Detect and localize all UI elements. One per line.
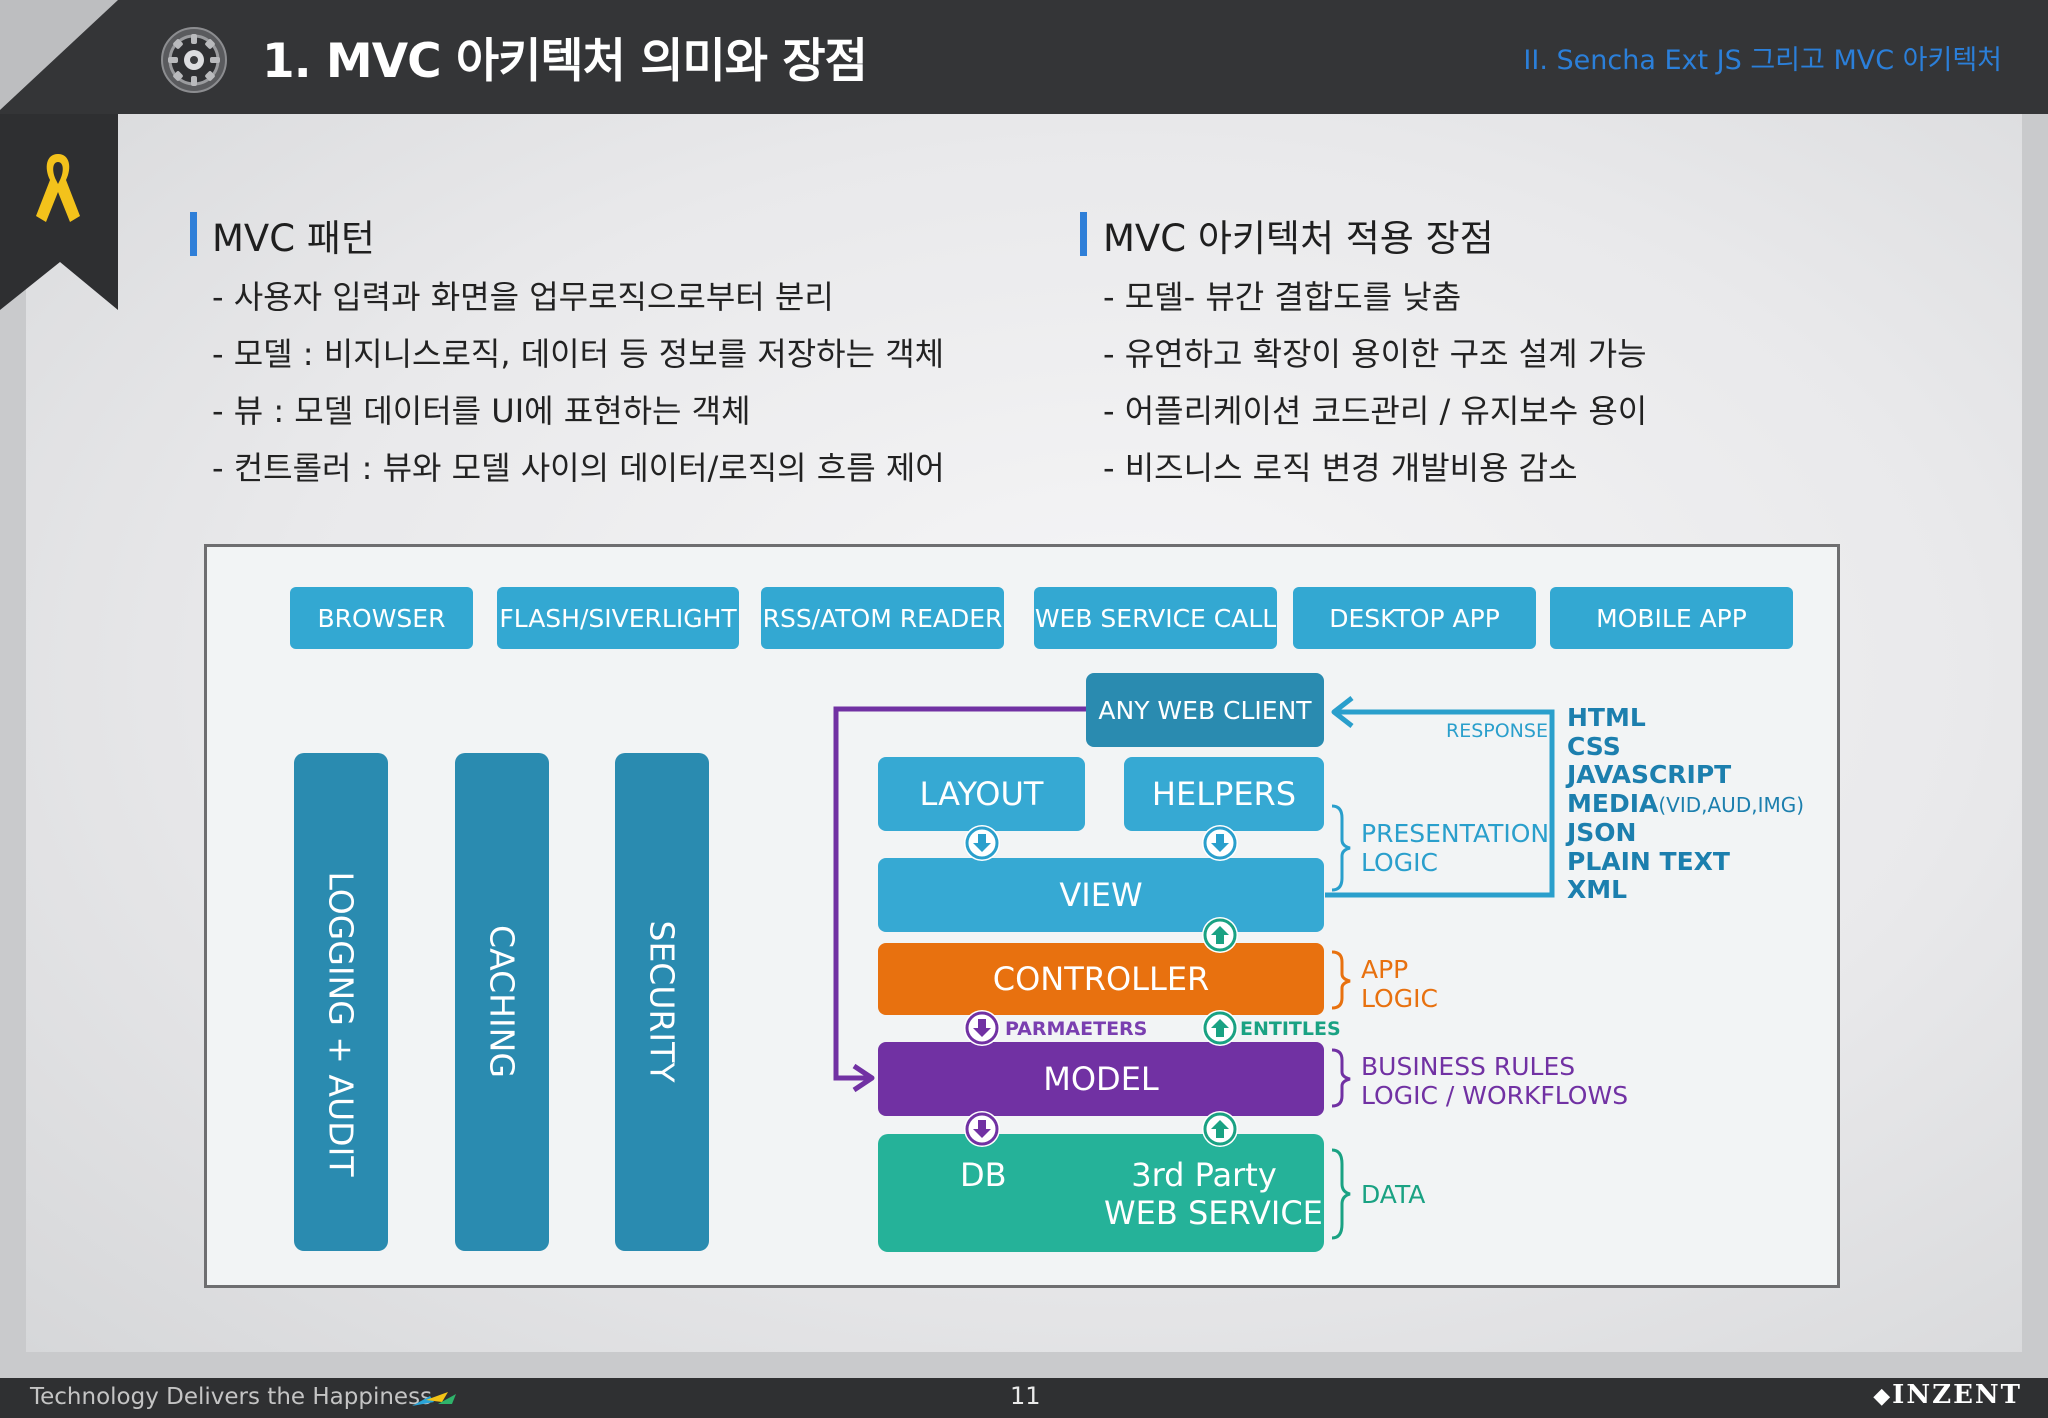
- business-rules-label: BUSINESS RULES LOGIC / WORKFLOWS: [1361, 1052, 1628, 1110]
- format-item: PLAIN TEXT: [1567, 846, 1730, 876]
- left-bullet: - 사용자 입력과 화면을 업무로직으로부터 분리: [212, 278, 834, 316]
- right-bullet: - 비즈니스 로직 변경 개발비용 감소: [1103, 449, 1578, 487]
- response-label: RESPONSE: [1446, 720, 1548, 742]
- section-label: II. Sencha Ext JS 그리고 MVC 아키텍처: [1523, 45, 2002, 76]
- brand-logo: ◆INZENT: [1873, 1380, 2022, 1410]
- parameters-label: PARMAETERS: [1005, 1018, 1148, 1040]
- header-bar: [0, 0, 2048, 114]
- format-item: HTML: [1567, 703, 1646, 732]
- right-bullet: - 모델- 뷰간 결합도를 낮춤: [1103, 278, 1462, 316]
- footer-bar: [0, 1378, 2048, 1418]
- footer-tagline: Technology Delivers the Happiness: [30, 1384, 433, 1410]
- format-item-media: MEDIA(VID,AUD,IMG): [1567, 788, 1805, 820]
- pillar-logging: [294, 753, 388, 1251]
- app-logic-label: APP LOGIC: [1361, 955, 1438, 1013]
- format-media: MEDIA: [1567, 788, 1659, 818]
- client-rss: RSS/ATOM READER: [761, 587, 1004, 649]
- slide-title: 1. MVC 아키텍처 의미와 장점: [262, 34, 868, 89]
- app-line-1: APP: [1361, 955, 1409, 984]
- entitles-label: ENTITLES: [1240, 1018, 1341, 1040]
- tagline-logo-icon: [412, 1392, 456, 1406]
- format-media-note: (VID,AUD,IMG): [1658, 792, 1805, 817]
- client-browser: BROWSER: [290, 587, 473, 649]
- response-formats: HTML CSS JAVASCRIPT MEDIA(VID,AUD,IMG) J…: [1567, 703, 1805, 905]
- section-marker: [190, 212, 197, 256]
- client-web-service: WEB SERVICE CALL: [1034, 587, 1277, 649]
- brand-name: INZENT: [1892, 1380, 2022, 1410]
- format-item: CSS: [1567, 731, 1621, 761]
- right-bullet: - 유연하고 확장이 용이한 구조 설계 가능: [1103, 335, 1647, 373]
- presentation-line-2: LOGIC: [1361, 848, 1438, 877]
- app-line-2: LOGIC: [1361, 984, 1438, 1013]
- format-item: XML: [1567, 875, 1628, 904]
- yellow-ribbon-icon: [36, 154, 80, 222]
- third-party-label: 3rd Party WEB SERVICE: [1104, 1156, 1323, 1232]
- third-party-line-2: WEB SERVICE: [1104, 1194, 1323, 1232]
- helpers-box: HELPERS: [1124, 757, 1324, 831]
- section-marker: [1080, 212, 1087, 256]
- data-box: [878, 1134, 1324, 1252]
- business-line-2: LOGIC / WORKFLOWS: [1361, 1081, 1629, 1110]
- any-web-client-box: ANY WEB CLIENT: [1086, 673, 1324, 747]
- left-bullet: - 컨트롤러 : 뷰와 모델 사이의 데이터/로직의 흐름 제어: [212, 449, 945, 487]
- client-flash: FLASH/SIVERLIGHT: [497, 587, 739, 649]
- brand-mark-icon: ◆: [1873, 1383, 1893, 1409]
- layout-box: LAYOUT: [878, 757, 1085, 831]
- page-number: 11: [1010, 1382, 1041, 1410]
- pillar-security: [615, 753, 709, 1251]
- client-mobile: MOBILE APP: [1550, 587, 1793, 649]
- gear-icon: [161, 27, 227, 93]
- right-heading: MVC 아키텍처 적용 장점: [1103, 217, 1494, 260]
- model-box: MODEL: [878, 1042, 1324, 1116]
- client-desktop: DESKTOP APP: [1293, 587, 1536, 649]
- format-item: JAVASCRIPT: [1567, 760, 1732, 789]
- third-party-line-1: 3rd Party: [1131, 1156, 1277, 1194]
- left-bullet: - 뷰 : 모델 데이터를 UI에 표현하는 객체: [212, 392, 751, 430]
- presentation-line-1: PRESENTATION: [1361, 819, 1550, 848]
- presentation-logic-label: PRESENTATION LOGIC: [1361, 819, 1549, 877]
- left-heading: MVC 패턴: [212, 217, 375, 260]
- business-line-1: BUSINESS RULES: [1361, 1052, 1576, 1081]
- pillar-caching: [455, 753, 549, 1251]
- view-box: VIEW: [878, 858, 1324, 932]
- right-bullet: - 어플리케이션 코드관리 / 유지보수 용이: [1103, 392, 1648, 430]
- data-label: DATA: [1361, 1180, 1426, 1209]
- db-label: DB: [960, 1156, 1007, 1194]
- format-item: JSON: [1567, 818, 1637, 847]
- controller-box: CONTROLLER: [878, 943, 1324, 1015]
- left-bullet: - 모델 : 비지니스로직, 데이터 등 정보를 저장하는 객체: [212, 335, 945, 373]
